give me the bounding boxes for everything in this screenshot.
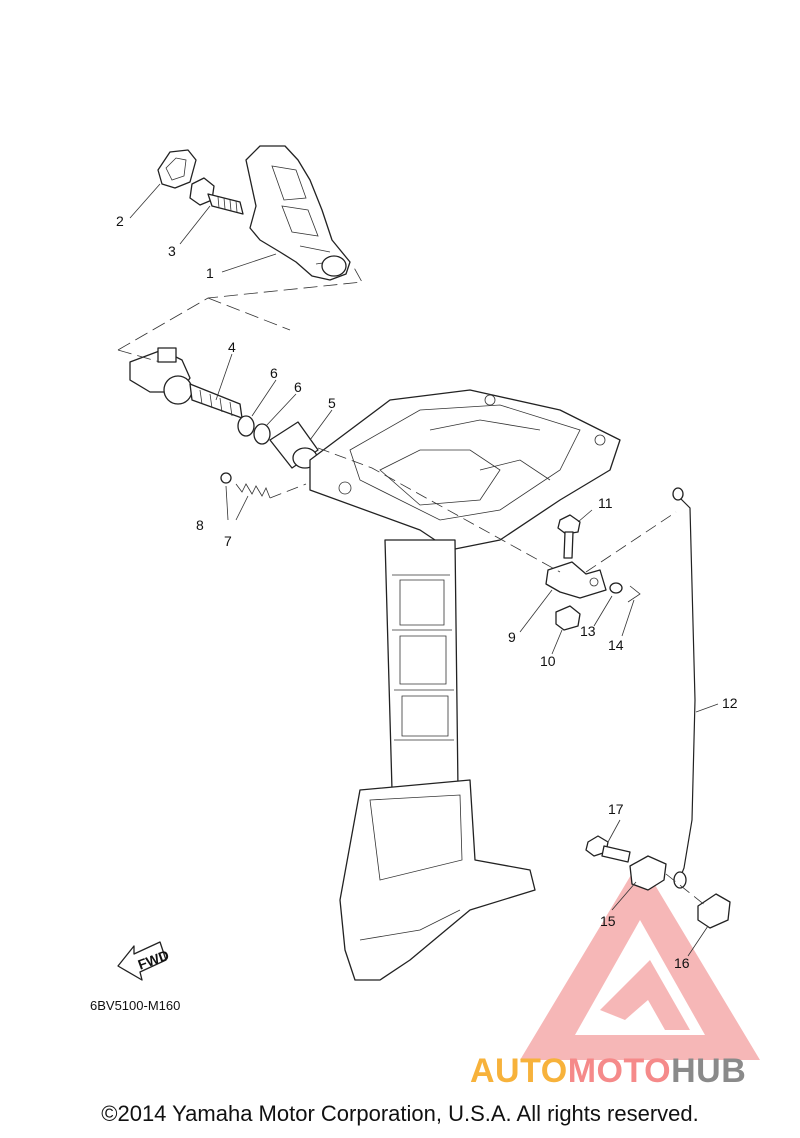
label-part-6b: 6 [294, 379, 302, 395]
part-10-nut [555, 605, 581, 631]
part-3-bolt [189, 177, 244, 215]
label-part-4: 4 [228, 339, 236, 355]
watermark-part-hub: HUB [671, 1052, 747, 1090]
fwd-arrow-icon: FWD [117, 941, 171, 981]
watermark-part-auto: AUTO [470, 1052, 568, 1090]
part-14-pin [627, 585, 641, 603]
part-7-spring [235, 483, 271, 499]
part-2-grommet [157, 149, 197, 189]
label-part-11: 11 [598, 495, 613, 511]
label-part-9: 9 [508, 629, 516, 645]
label-part-13: 13 [580, 623, 596, 639]
mount-plate [309, 389, 621, 551]
watermark-text: AUTOMOTOHUB [470, 1052, 746, 1091]
part-8-ball [220, 472, 232, 484]
label-part-17: 17 [608, 801, 624, 817]
label-part-15: 15 [600, 913, 616, 929]
label-part-5: 5 [328, 395, 336, 411]
label-part-2: 2 [116, 213, 124, 229]
drive-shaft-housing [384, 539, 459, 791]
label-part-10: 10 [540, 653, 556, 669]
label-part-16: 16 [674, 955, 690, 971]
part-11-bolt [557, 514, 581, 559]
leader-lines [117, 183, 719, 957]
label-part-12: 12 [722, 695, 738, 711]
label-part-6a: 6 [270, 365, 278, 381]
label-part-14: 14 [608, 637, 624, 653]
watermark-logo-icon [520, 860, 760, 1060]
part-13-washer [609, 582, 623, 594]
copyright-notice: ©2014 Yamaha Motor Corporation, U.S.A. A… [101, 1101, 699, 1126]
part-6-o-rings [237, 415, 271, 445]
part-17-bolt [585, 835, 631, 863]
part-12-rod [672, 487, 696, 889]
part-15-clip [629, 855, 667, 891]
label-part-7: 7 [224, 533, 232, 549]
label-part-1: 1 [206, 265, 214, 281]
drawing-code: 6BV5100-M160 [90, 998, 181, 1013]
part-9-bracket [545, 561, 607, 599]
part-16-block [697, 893, 731, 929]
part-1-handle [245, 145, 351, 281]
lower-unit [339, 779, 536, 981]
label-part-8: 8 [196, 517, 204, 533]
label-part-3: 3 [168, 243, 176, 259]
watermark-part-moto: MOTO [567, 1052, 672, 1090]
